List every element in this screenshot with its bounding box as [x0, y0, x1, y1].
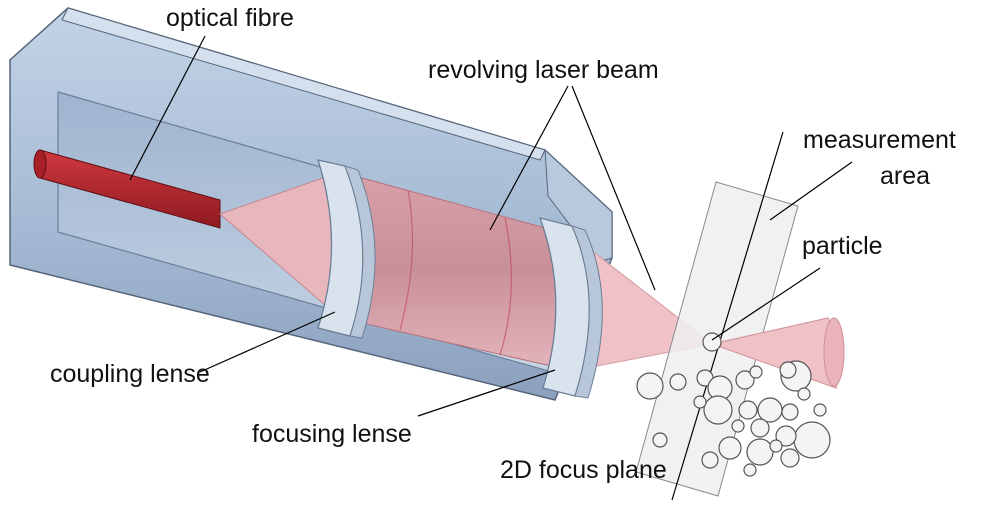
particle-24 — [743, 463, 757, 477]
particle-cloud — [636, 332, 831, 477]
particle-9 — [779, 361, 797, 379]
particle-20 — [746, 438, 774, 466]
label-focusing-lense: focusing lense — [252, 420, 412, 448]
particle-16 — [781, 403, 799, 421]
particle-6 — [735, 370, 755, 390]
particle-26 — [813, 403, 827, 417]
particle-10 — [797, 387, 811, 401]
leader-coupling-lense — [199, 311, 336, 373]
particle-14 — [731, 419, 745, 433]
particle-17 — [793, 421, 831, 459]
particle-11 — [703, 395, 733, 425]
focus-plane-axis — [671, 131, 784, 501]
optical-fibre — [33, 149, 221, 229]
label-coupling-lense: coupling lense — [50, 360, 210, 388]
label-measurement-area-1: measurement — [803, 126, 956, 154]
particle-25 — [769, 439, 783, 453]
particle-15 — [750, 418, 770, 438]
particle-13 — [757, 397, 783, 423]
particle-3 — [669, 373, 687, 391]
leader-revolving-beam-b — [571, 85, 656, 291]
particle-18 — [775, 425, 797, 447]
particle-22 — [652, 432, 668, 448]
focusing-lens — [538, 217, 603, 399]
particle-2 — [636, 372, 664, 400]
label-measurement-area-2: area — [880, 162, 931, 190]
particle-19 — [718, 436, 742, 460]
leader-lines — [129, 35, 853, 417]
label-particle: particle — [802, 232, 883, 260]
leader-revolving-beam-a — [489, 85, 569, 231]
particle-21 — [780, 448, 800, 468]
label-revolving-laser-beam: revolving laser beam — [428, 56, 659, 84]
coupling-lens — [317, 159, 376, 339]
leader-optical-fibre — [129, 35, 206, 181]
particle-7 — [749, 365, 763, 379]
particle-12 — [738, 400, 758, 420]
leader-focusing-lense — [417, 369, 556, 417]
label-2d-focus-plane: 2D focus plane — [500, 456, 667, 484]
particle-27 — [693, 395, 707, 409]
leader-measurement-area — [769, 161, 853, 221]
label-optical-fibre: optical fibre — [166, 4, 294, 32]
particle-23 — [701, 451, 719, 469]
leader-particle — [711, 267, 821, 341]
